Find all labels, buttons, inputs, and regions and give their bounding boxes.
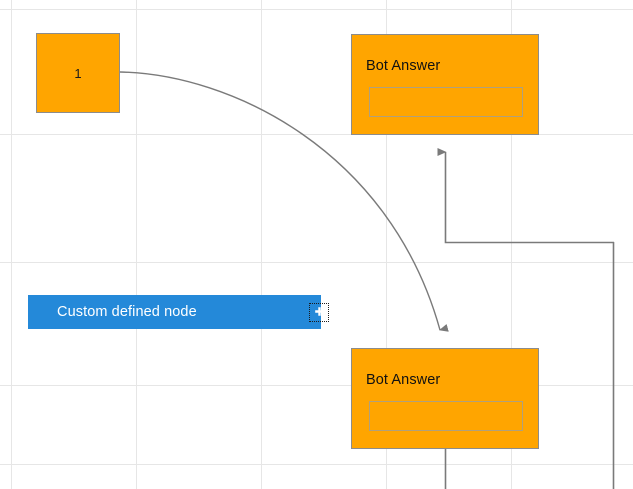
bot-answer-node-bottom[interactable]: Bot Answer xyxy=(351,348,539,449)
bot-answer-bottom-title: Bot Answer xyxy=(366,372,441,388)
flow-node-1-label: 1 xyxy=(74,65,82,81)
bot-answer-node-top[interactable]: Bot Answer xyxy=(351,34,539,135)
plus-icon[interactable] xyxy=(309,303,329,322)
custom-defined-node-bar[interactable]: Custom defined node xyxy=(28,295,329,329)
bot-answer-top-title: Bot Answer xyxy=(366,58,441,74)
custom-defined-node-label: Custom defined node xyxy=(57,304,197,320)
flow-node-1[interactable]: 1 xyxy=(36,33,120,113)
bot-answer-top-slot[interactable] xyxy=(369,87,523,117)
bot-answer-bottom-slot[interactable] xyxy=(369,401,523,431)
connector-ortho-to-bot-answer-top[interactable] xyxy=(437,148,615,244)
